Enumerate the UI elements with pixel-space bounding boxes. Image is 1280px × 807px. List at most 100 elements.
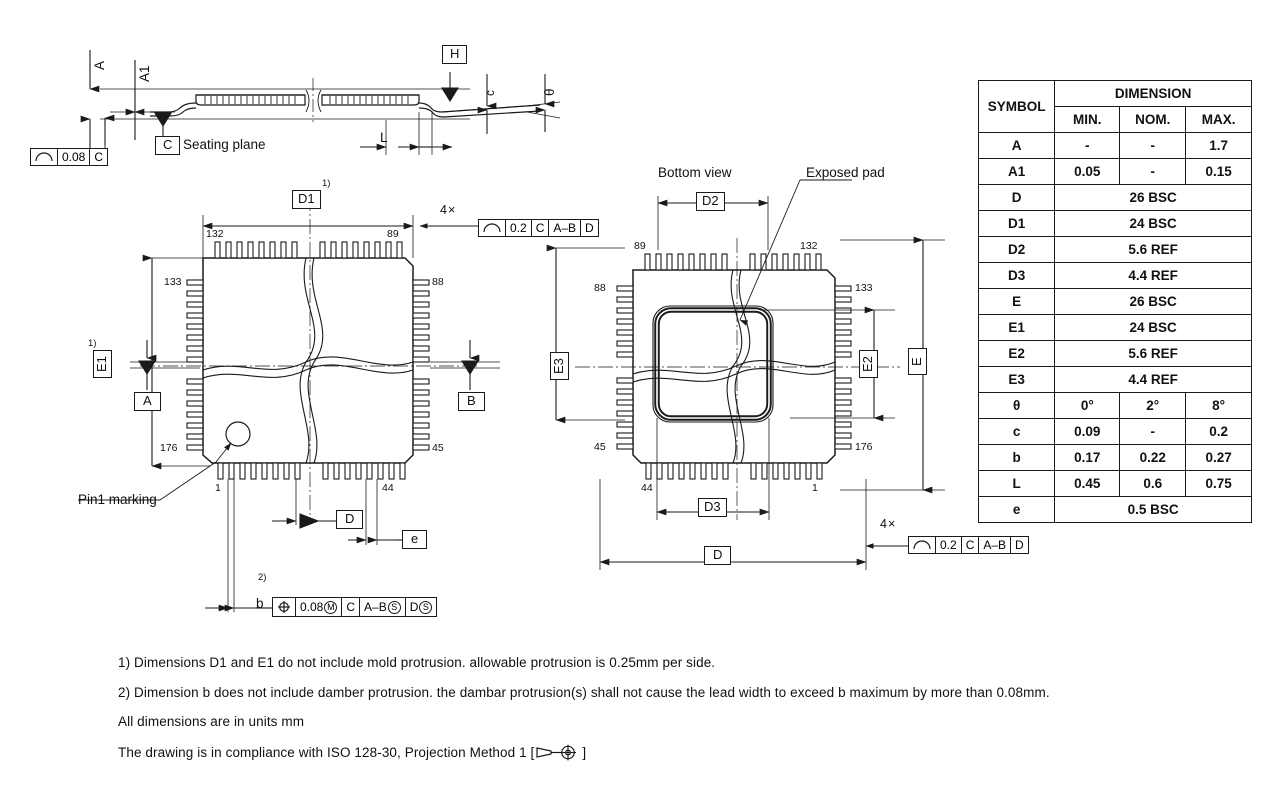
table-cell-min: 0.45 (1054, 470, 1121, 497)
profile-datum-ab-top: A–B (549, 220, 582, 236)
datum-A-box: A (134, 392, 161, 411)
pin-number-1-bottom: 1 (215, 482, 221, 494)
table-cell-max: 0.2 (1185, 418, 1252, 445)
pin-number-88-right: 88 (432, 276, 444, 288)
profile-tolerance-top: 0.2 (506, 220, 532, 236)
profile-callout-count-bottom: 4× (880, 517, 897, 531)
dim-label-E2: E2 (859, 350, 878, 378)
dim-label-theta: θ (542, 88, 557, 96)
first-angle-projection-icon (535, 744, 581, 764)
dim-label-D1: D1 (292, 190, 321, 209)
table-cell-min: 0.09 (1054, 418, 1121, 445)
rfs-modifier-icon-2: S (419, 600, 433, 614)
rfs-modifier-icon-1: S (387, 600, 401, 614)
table-cell-nom: - (1119, 158, 1187, 185)
dim-label-E3: E3 (550, 352, 569, 380)
table-cell-symbol: D (977, 184, 1056, 211)
table-cell-min: 0° (1054, 392, 1121, 419)
table-cell-max: 1.7 (1185, 132, 1252, 159)
flatness-datum: C (94, 150, 104, 164)
table-cell-max: 8° (1185, 392, 1252, 419)
profile-symbol-icon-bottom (909, 537, 936, 553)
header-max: MAX. (1185, 106, 1252, 133)
header-symbol: SYMBOL (977, 80, 1056, 133)
pin-number-88-bottomview: 88 (594, 282, 606, 294)
pin-number-132-bottomview: 132 (800, 240, 818, 252)
datum-D-box: D (336, 510, 364, 529)
profile-datum-d-top: D (585, 221, 594, 235)
table-cell-symbol: E2 (977, 340, 1056, 367)
table-cell-symbol: E1 (977, 314, 1056, 341)
position-datum-c: C (342, 598, 361, 616)
table-cell-value: 26 BSC (1054, 184, 1252, 211)
table-cell-symbol: c (977, 418, 1056, 445)
table-cell-symbol: D1 (977, 210, 1056, 237)
profile-callout-count-top: 4× (440, 203, 457, 217)
dim-b-note-ref: 2) (258, 572, 267, 583)
note-4-text: The drawing is in compliance with ISO 12… (118, 744, 535, 760)
table-cell-symbol: L (977, 470, 1056, 497)
pin-number-133-bottomview: 133 (855, 282, 873, 294)
pin-number-44-bottom: 44 (382, 482, 394, 494)
exposed-pad-label: Exposed pad (806, 165, 885, 180)
table-cell-value: 5.6 REF (1054, 340, 1252, 367)
table-cell-symbol: D3 (977, 262, 1056, 289)
pin-number-45-right: 45 (432, 442, 444, 454)
table-cell-symbol: b (977, 444, 1056, 471)
bottom-view-geometry (546, 179, 945, 570)
header-dimension: DIMENSION (1054, 80, 1252, 107)
position-tolerance-value: 0.08 (300, 600, 324, 614)
table-cell-value: 5.6 REF (1054, 236, 1252, 263)
dim-label-D2: D2 (696, 192, 725, 211)
note-4: The drawing is in compliance with ISO 12… (118, 744, 1218, 764)
note-2: 2) Dimension b does not include damber p… (118, 684, 1050, 700)
profile-datum-c-top: C (532, 220, 550, 236)
table-cell-nom: 0.6 (1119, 470, 1187, 497)
table-cell-value: 24 BSC (1054, 210, 1252, 237)
bottom-view-title: Bottom view (658, 165, 732, 180)
dim-D1-note-ref: 1) (322, 178, 331, 189)
dim-label-e: e (402, 530, 428, 549)
dim-label-D3: D3 (698, 498, 727, 517)
seating-plane-label: Seating plane (183, 137, 266, 152)
table-cell-min: 0.05 (1054, 158, 1121, 185)
header-nom: NOM. (1119, 106, 1187, 133)
profile-datum-d-bottom: D (1015, 538, 1024, 552)
side-view-geometry (80, 50, 561, 155)
pin-number-44-bottomview: 44 (641, 482, 653, 494)
table-cell-max: 0.15 (1185, 158, 1252, 185)
profile-symbol-icon (479, 220, 506, 236)
profile-datum-c-bottom: C (962, 537, 980, 553)
table-cell-symbol: θ (977, 392, 1056, 419)
dim-label-A1: A1 (137, 65, 152, 82)
profile-feature-control-frame-top: 0.2 C A–B D (478, 219, 599, 237)
profile-feature-control-frame-bottom: 0.2 C A–B D (908, 536, 1029, 554)
datum-H-box: H (442, 45, 468, 64)
table-cell-nom: 2° (1119, 392, 1187, 419)
pin-number-89-top: 89 (387, 228, 399, 240)
dim-label-D: D (704, 546, 732, 565)
table-cell-max: 0.75 (1185, 470, 1252, 497)
table-cell-value: 0.5 BSC (1054, 496, 1252, 523)
flatness-feature-control-frame: 0.08 C (30, 148, 109, 166)
pin-number-176-left: 176 (160, 442, 178, 454)
dim-label-L: L (380, 130, 388, 145)
dim-E1-note-ref: 1) (88, 338, 97, 349)
pin-number-89-bottomview: 89 (634, 240, 646, 252)
profile-datum-ab-bottom: A–B (979, 537, 1012, 553)
flatness-symbol-icon (31, 149, 58, 165)
table-cell-value: 24 BSC (1054, 314, 1252, 341)
pin-number-1-bottomview: 1 (812, 482, 818, 494)
